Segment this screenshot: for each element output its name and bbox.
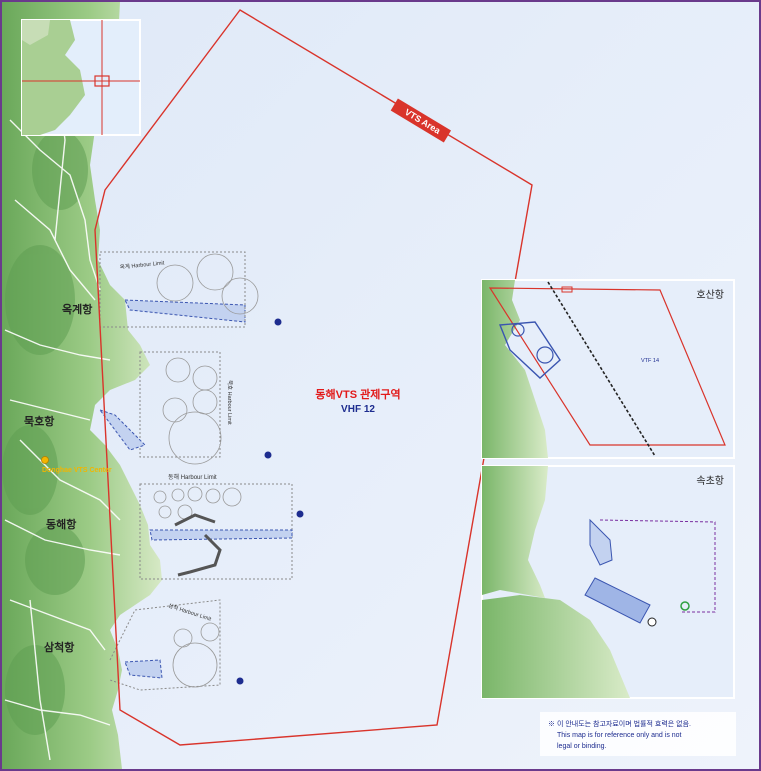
control-zone-channel: VHF 12 — [341, 404, 375, 415]
harbour-samcheok — [109, 599, 221, 691]
vts-center-label: Donghae VTS Center — [42, 467, 112, 474]
inset-sokcho: 속초항 — [481, 465, 735, 699]
disclaimer-english-1: This map is for reference only and is no… — [557, 732, 682, 739]
inset-hosan-vtf-label: VTF 14 — [641, 358, 659, 364]
vts-center-marker — [41, 456, 49, 464]
harbour-donghae — [139, 483, 293, 580]
disclaimer-english-2: legal or binding. — [557, 743, 606, 750]
disclaimer-korean: ※ 이 안내도는 참고자료이며 법률적 효력은 없음. — [548, 719, 691, 728]
harbour-limit-donghae: 동해 Harbour Limit — [168, 473, 217, 481]
port-label-samcheok: 삼척항 — [44, 640, 74, 654]
harbour-mukho — [98, 351, 222, 465]
port-label-mukho: 묵호항 — [24, 414, 54, 428]
terrain-relief — [2, 130, 88, 735]
port-label-donghae: 동해항 — [46, 517, 76, 531]
vts-area-boundary — [94, 9, 533, 746]
locator-minimap — [21, 19, 141, 136]
inset-sokcho-title: 속초항 — [696, 475, 724, 487]
inset-hosan-title: 호산항 — [696, 289, 724, 301]
inset-hosan: 호산항 VTF 14 — [481, 279, 735, 459]
control-zone-title: 동해VTS 관제구역 — [315, 387, 400, 401]
vts-area-ribbon — [390, 98, 452, 143]
harbour-limit-mukho: 묵호 Harbour Limit — [226, 380, 233, 425]
port-label-okgye: 옥계항 — [62, 302, 92, 316]
station-markers — [236, 318, 304, 685]
disclaimer-box: ※ 이 안내도는 참고자료이며 법률적 효력은 없음. This map is … — [540, 712, 736, 756]
harbour-okgye — [99, 251, 259, 328]
